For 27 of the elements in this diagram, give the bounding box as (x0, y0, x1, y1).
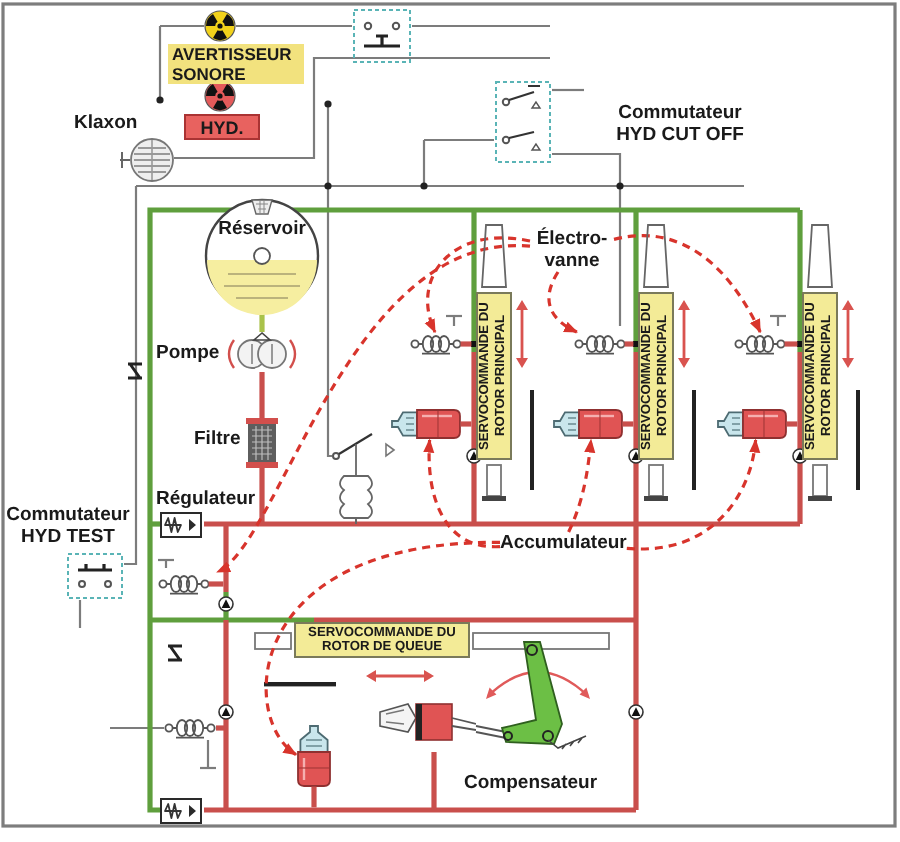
warning-label: HYD. (184, 114, 260, 140)
leader-line (216, 244, 531, 574)
accumulator-icon (390, 408, 472, 440)
solenoid-valve-icon (410, 332, 472, 356)
callout-label: Accumulateur (500, 532, 627, 554)
callout-label: Électro-vanne (530, 228, 614, 272)
leader-line (613, 234, 762, 334)
part-label: Compensateur (464, 772, 598, 794)
part-label: Filtre (194, 428, 241, 450)
part-label: Commutateur HYD TEST (4, 504, 132, 548)
solenoid-valve-icon (734, 332, 798, 356)
accumulator-icon (552, 408, 634, 440)
part-label: Pompe (156, 342, 220, 364)
leader-line (423, 438, 501, 549)
part-label: Régulateur (156, 488, 256, 510)
accumulator-icon (296, 724, 332, 808)
leader-line (547, 271, 579, 334)
solenoid-valve-icon (158, 572, 224, 596)
part-label: Commutateur HYD CUT OFF (614, 102, 746, 146)
solenoid-valve-icon (574, 332, 634, 356)
accumulator-icon (716, 408, 798, 440)
leader-line (425, 236, 531, 334)
leader-line (264, 540, 501, 756)
part-label: Klaxon (74, 112, 138, 134)
leader-line (626, 438, 760, 551)
warning-label: AVERTISSEUR SONORE (168, 44, 304, 84)
leader-line (567, 438, 596, 533)
